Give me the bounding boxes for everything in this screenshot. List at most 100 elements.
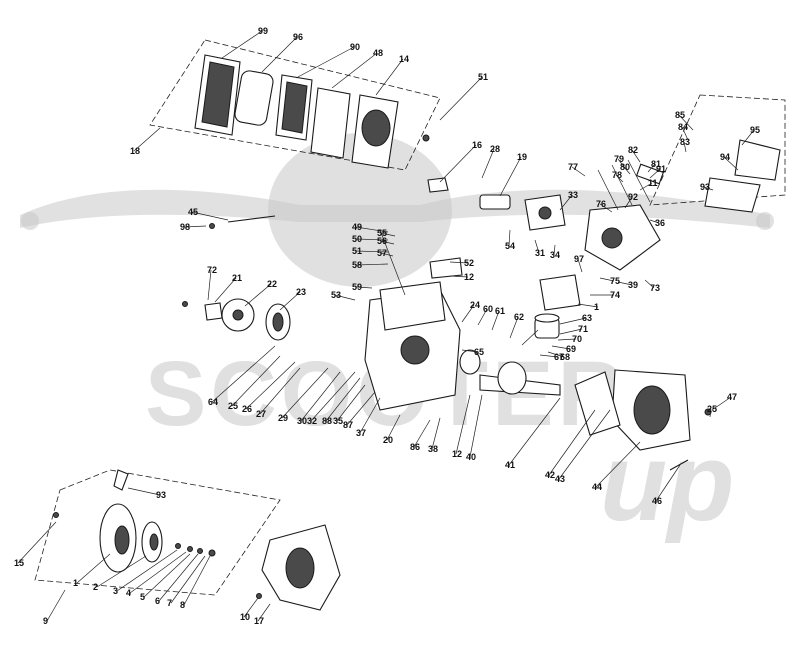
leader-line [461, 304, 475, 323]
leader-line [617, 158, 626, 169]
screw-1b [53, 512, 59, 518]
part-number-label: 7 [167, 598, 172, 608]
fan-cover [261, 524, 341, 611]
leader-line [127, 487, 161, 496]
hardware [53, 215, 712, 599]
part-number-label: 77 [568, 162, 578, 172]
leader-line [170, 555, 206, 604]
leader-line [709, 408, 712, 418]
part-number-label: 93 [700, 182, 710, 192]
leader-line [336, 384, 366, 422]
leader-line [281, 367, 329, 419]
part-number-label: 53 [331, 290, 341, 300]
part-number-label: 82 [628, 145, 638, 155]
leader-line [491, 310, 500, 331]
timing-gear [221, 298, 255, 332]
cylinder-block [379, 281, 446, 331]
screw-12c [256, 593, 262, 599]
leader-line [681, 126, 689, 141]
part-number-label: 64 [208, 397, 218, 407]
part-number-label: 38 [428, 444, 438, 454]
leader-line [551, 345, 571, 350]
part-number-label: 88 [322, 416, 332, 426]
leader-line [261, 36, 298, 73]
part-number-label: 16 [472, 140, 482, 150]
part-number-label: 50 [352, 234, 362, 244]
leader-line [723, 156, 739, 171]
part-number-label: 44 [592, 482, 602, 492]
air-filter-boundary [149, 39, 441, 171]
connecting-rod [521, 329, 539, 346]
leader-line [116, 549, 178, 592]
leader-line [577, 258, 583, 273]
part-number-label: 68 [560, 352, 570, 362]
part-number-label: 39 [628, 280, 638, 290]
bolt-47 [669, 459, 689, 471]
nut-21 [182, 301, 188, 307]
leader-line [221, 30, 263, 59]
part-number-label: 6 [155, 596, 160, 606]
cylinder-head [584, 204, 661, 271]
piston [534, 313, 560, 339]
part-number-label: 42 [545, 470, 555, 480]
leader-line [644, 279, 655, 289]
screw-98 [209, 223, 215, 229]
leader-line [534, 239, 540, 254]
part-number-label: 11 [648, 178, 658, 188]
leader-line [375, 58, 404, 96]
cylinder-head-group [539, 94, 786, 311]
part-number-label: 92 [628, 192, 638, 202]
part-number-label: 27 [256, 409, 266, 419]
leader-line [571, 166, 586, 177]
part-number-label: 79 [614, 154, 624, 164]
leader-line [477, 308, 488, 326]
part-number-label: 33 [568, 190, 578, 200]
leader-line [76, 553, 111, 584]
part-number-label: 59 [352, 282, 362, 292]
part-number-label: 40 [466, 452, 476, 462]
part-number-label: 3 [113, 586, 118, 596]
leader-line [46, 589, 66, 622]
leader-line [508, 229, 511, 247]
leader-line [380, 240, 395, 245]
leader-line [380, 252, 394, 257]
leader-line [678, 114, 694, 131]
leader-line [133, 127, 161, 152]
leader-line [158, 553, 199, 602]
leader-line [439, 144, 477, 183]
recoil-boundary [34, 469, 281, 596]
part-number-label: 18 [130, 146, 140, 156]
part-number-label: 12 [464, 272, 474, 282]
part-number-label: 84 [678, 122, 688, 132]
part-number-label: 51 [478, 72, 488, 82]
leader-line [243, 597, 259, 618]
bolt-14 [422, 134, 430, 142]
leader-line [191, 211, 229, 221]
leader-line [129, 551, 187, 594]
leader-line [334, 294, 356, 301]
part-number-label: 31 [535, 248, 545, 258]
leader-line [331, 52, 378, 89]
part-number-label: 28 [490, 144, 500, 154]
leader-line [183, 555, 211, 606]
part-number-label: 75 [610, 276, 620, 286]
part-number-label: 61 [495, 306, 505, 316]
part-number-label: 76 [596, 199, 606, 209]
part-number-label: 72 [207, 265, 217, 275]
part-number-label: 12 [452, 449, 462, 459]
leader-line [96, 555, 147, 588]
part-number-label: 32 [307, 416, 317, 426]
part-number-label: 35 [333, 416, 343, 426]
leader-line [449, 261, 469, 264]
leader-line [617, 281, 633, 286]
leader-line [599, 203, 613, 213]
leader-line [481, 148, 495, 179]
leader-line [649, 219, 660, 224]
leader-line [279, 291, 301, 311]
leader-line [310, 371, 356, 422]
leader-line [245, 361, 296, 410]
side-cover-group [574, 369, 691, 451]
part-number-label: 1 [594, 302, 599, 312]
part-number-label: 56 [377, 236, 387, 246]
